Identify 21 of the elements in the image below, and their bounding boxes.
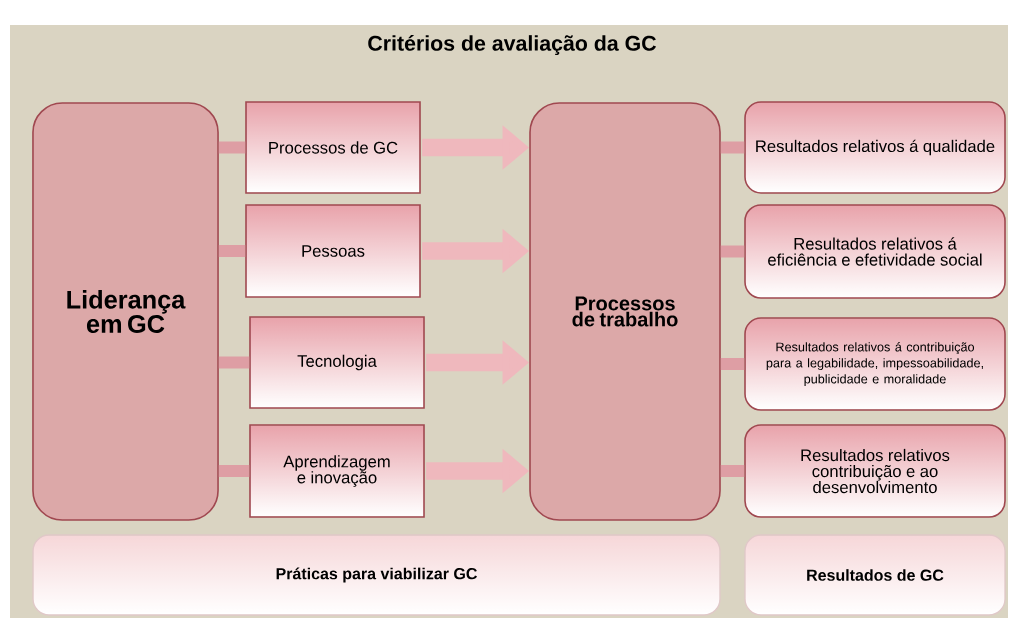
connector-bar: [218, 356, 250, 369]
rounded-box: Processos de trabalho: [529, 102, 721, 521]
connector-bar: [720, 465, 745, 477]
band-box: Práticas para viabilizar GC: [32, 534, 721, 616]
connector-bar: [218, 245, 246, 257]
connector-bar: [720, 358, 745, 370]
connector-bar: [218, 141, 246, 154]
connector-bar: [720, 141, 745, 154]
result-box: Resultados relativos contribuição e ao desenvolvimento: [744, 424, 1006, 518]
result-box: Resultados relativos á contribuição para a legabilidade, impessoabilidade, publicidade e moralidade: [744, 317, 1006, 411]
rounded-box: Liderança em GC: [32, 102, 219, 521]
result-box: Resultados relativos á eficiência e efetividade social: [744, 204, 1006, 299]
connector-bar: [218, 465, 250, 477]
band-box: Resultados de GC: [744, 534, 1006, 616]
process-box: Pessoas: [245, 204, 421, 298]
result-box: Resultados relativos á qualidade: [744, 101, 1006, 194]
process-box: Processos de GC: [245, 101, 421, 194]
title: Critérios de avaliação da GC: [368, 34, 657, 56]
process-box: Aprendizagem e inovação: [249, 424, 425, 518]
process-box: Tecnologia: [249, 316, 425, 409]
connector-bar: [720, 245, 745, 258]
